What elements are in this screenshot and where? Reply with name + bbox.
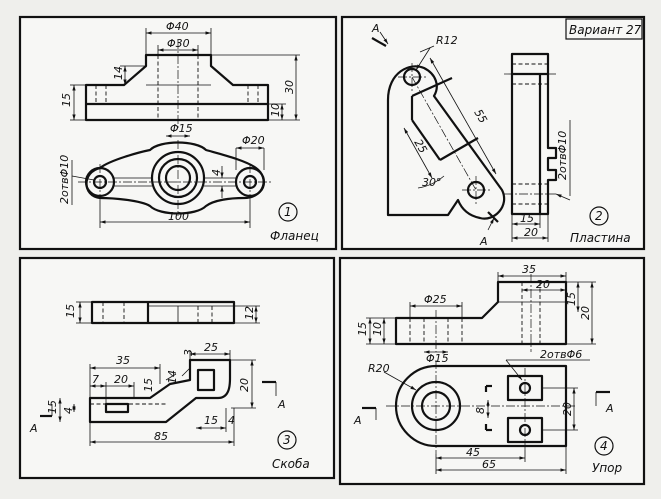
dim-l25: 25 bbox=[411, 137, 429, 156]
flange-front-view bbox=[84, 40, 270, 128]
dim-holes: 2отвΦ10 bbox=[556, 131, 569, 180]
bracket-front-dimensions bbox=[40, 350, 277, 446]
dim-h12: 12 bbox=[243, 306, 256, 320]
part-title: Фланец bbox=[270, 229, 319, 243]
plate-main-dimensions bbox=[371, 31, 499, 231]
dim-d30: Φ30 bbox=[167, 37, 190, 50]
stop-front-view bbox=[394, 274, 568, 352]
dim-w4: 4 bbox=[210, 169, 223, 176]
panel-plate: Вариант 27 R12 55 bbox=[340, 15, 646, 251]
dim-l15: 15 bbox=[142, 378, 155, 392]
panel-number: 1 bbox=[284, 205, 292, 219]
cut-label-left: A bbox=[353, 414, 362, 427]
panel-number: 2 bbox=[595, 209, 603, 223]
cut-label-top: A bbox=[371, 22, 380, 35]
dim-l45: 45 bbox=[466, 446, 480, 459]
flange-top-dimensions bbox=[71, 134, 265, 228]
dim-r20: R20 bbox=[368, 362, 390, 375]
dim-l65: 65 bbox=[482, 458, 496, 471]
dim-w8: 8 bbox=[474, 407, 487, 414]
dim-h20: 20 bbox=[238, 378, 251, 392]
dim-l85: 85 bbox=[154, 430, 168, 443]
dim-holes: 2отвΦ6 bbox=[540, 348, 582, 361]
flange-front-dimensions bbox=[70, 28, 300, 121]
dim-h15b: 15 bbox=[46, 400, 59, 414]
dim-l35: 35 bbox=[116, 354, 130, 367]
panel-number: 4 bbox=[600, 439, 608, 453]
dim-h15r: 15 bbox=[565, 292, 578, 306]
dim-w15: 15 bbox=[520, 212, 534, 225]
dim-l14: 14 bbox=[166, 370, 179, 384]
bracket-top-view bbox=[90, 300, 236, 325]
panel-number-badge bbox=[594, 436, 614, 456]
dim-ang30: 30° bbox=[422, 176, 442, 189]
part-title: Пластина bbox=[570, 231, 631, 245]
panel-flange: Φ40 Φ30 14 15 10 30 bbox=[18, 15, 338, 251]
panel-number: 3 bbox=[283, 433, 291, 447]
panel-number-badge bbox=[278, 202, 298, 222]
dim-h20: 20 bbox=[561, 402, 574, 416]
plate-side-view bbox=[504, 52, 558, 216]
variant-box bbox=[565, 18, 643, 40]
variant-label: Вариант 27 bbox=[569, 23, 642, 37]
dim-h30: 30 bbox=[283, 80, 296, 94]
dim-h15a: 15 bbox=[64, 304, 77, 318]
dim-d40: Φ40 bbox=[166, 20, 189, 33]
dim-h10: 10 bbox=[269, 103, 282, 117]
dim-l100: 100 bbox=[168, 210, 189, 223]
dim-l7: 7 bbox=[92, 373, 99, 386]
dim-l4b: 4 bbox=[228, 414, 235, 427]
dim-d15: Φ15 bbox=[170, 122, 193, 135]
cut-label-right: A bbox=[277, 398, 286, 411]
dim-l20: 20 bbox=[536, 278, 550, 291]
dim-l25: 25 bbox=[204, 341, 218, 354]
dim-h15: 15 bbox=[356, 322, 369, 336]
panel-number-badge bbox=[277, 430, 297, 450]
cut-label-left: A bbox=[29, 422, 38, 435]
flange-top-view bbox=[78, 140, 272, 216]
dim-r12: R12 bbox=[436, 34, 458, 47]
stop-front-dimensions bbox=[366, 272, 596, 381]
dim-l20a: 20 bbox=[114, 373, 128, 386]
dim-d15: Φ15 bbox=[426, 352, 449, 365]
dim-l4: 4 bbox=[62, 407, 75, 414]
stop-top-dimensions bbox=[362, 371, 610, 474]
bracket-front-view bbox=[88, 358, 232, 424]
panel-number-badge bbox=[589, 206, 609, 226]
dim-l15b: 15 bbox=[204, 414, 218, 427]
plate-side-dimensions bbox=[511, 120, 571, 242]
dim-holes: 2отвΦ10 bbox=[58, 155, 71, 204]
dim-l35: 35 bbox=[522, 263, 536, 276]
cut-label-right: A bbox=[605, 402, 614, 415]
stop-top-view bbox=[386, 360, 576, 454]
dim-h15: 15 bbox=[60, 93, 73, 107]
dim-w20: 20 bbox=[524, 226, 538, 239]
panel-stop: 35 20 Φ25 15 10 15 20 Φ15 2отвΦ6 bbox=[338, 256, 646, 486]
bracket-top-dimensions bbox=[76, 301, 260, 324]
dim-d20: Φ20 bbox=[242, 134, 265, 147]
dim-h14: 14 bbox=[112, 66, 125, 80]
dim-l55: 55 bbox=[471, 107, 489, 126]
cut-label-bottom: A bbox=[479, 235, 488, 248]
part-title: Скоба bbox=[272, 457, 310, 471]
part-title: Упор bbox=[592, 461, 623, 475]
dim-h20r: 20 bbox=[579, 306, 592, 320]
dim-d25: Φ25 bbox=[424, 293, 447, 306]
dim-l3: 3 bbox=[182, 349, 195, 356]
panel-bracket: 15 12 bbox=[18, 256, 336, 480]
dim-h10: 10 bbox=[371, 322, 384, 336]
